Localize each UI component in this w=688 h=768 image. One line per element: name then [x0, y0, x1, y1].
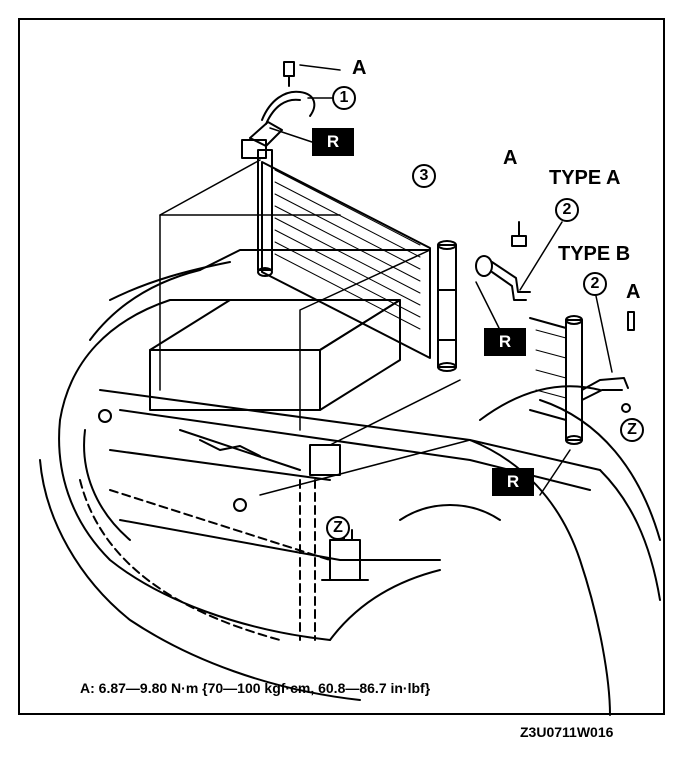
figure-code: Z3U0711W016: [520, 724, 614, 740]
pipe-two-type-b: [529, 295, 635, 445]
label-type-b: TYPE B: [558, 243, 631, 265]
alignment-lines: [159, 159, 571, 496]
torque-specification: A: 6.87—9.80 N·m {70—100 kgf·cm, 60.8—86…: [80, 680, 431, 696]
pipe-two-type-a: [475, 221, 563, 331]
callout-1: 1: [332, 86, 356, 110]
callout-2-type-a: 2: [555, 198, 579, 222]
label-a-top: A: [352, 57, 367, 79]
callout-z-right: Z: [620, 418, 644, 442]
figure-frame: [18, 18, 665, 715]
condenser: [257, 149, 457, 372]
radiator-support: [98, 299, 401, 512]
callout-3: 3: [412, 164, 436, 188]
label-a-type-b: A: [626, 281, 641, 303]
r-badge-bottom: R: [492, 468, 534, 496]
label-a-type-a: A: [503, 147, 518, 169]
callout-z-bottom: Z: [326, 516, 350, 540]
bumper-lower-contour: [79, 479, 331, 641]
callout-2-type-b: 2: [583, 272, 607, 296]
label-type-a: TYPE A: [549, 167, 621, 189]
r-badge-top: R: [312, 128, 354, 156]
vehicle-front-body: [39, 249, 661, 716]
r-badge-mid: R: [484, 328, 526, 356]
pipe-one-assembly: [241, 61, 341, 159]
